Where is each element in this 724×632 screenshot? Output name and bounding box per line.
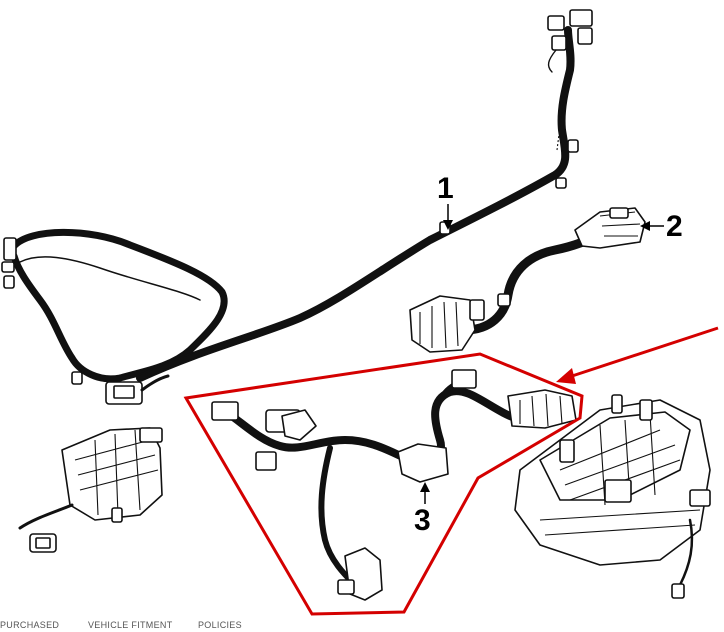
callout-3-label: 3 xyxy=(414,504,431,537)
callout-3: 3 xyxy=(414,482,431,537)
footer-link-vehicle-fitment[interactable]: VEHICLE FITMENT xyxy=(88,620,173,630)
footer-link-purchased[interactable]: PURCHASED xyxy=(0,620,60,630)
footer-links: PURCHASED VEHICLE FITMENT POLICIES xyxy=(0,620,724,632)
highlight-arrow-line xyxy=(565,326,719,380)
left-module-assembly xyxy=(18,427,163,553)
harness-part-3 xyxy=(211,369,577,601)
harness-part-1 xyxy=(1,9,593,405)
callout-1: 1 xyxy=(437,172,454,230)
callout-1-label: 1 xyxy=(437,172,454,205)
right-electronics-module xyxy=(514,394,711,599)
footer-link-policies[interactable]: POLICIES xyxy=(198,620,242,630)
highlight-arrow-head xyxy=(556,368,576,384)
highlight-outline xyxy=(183,352,584,616)
callout-2: 2 xyxy=(640,210,683,243)
harness-part-2 xyxy=(409,207,646,353)
callout-2-label: 2 xyxy=(666,210,683,243)
